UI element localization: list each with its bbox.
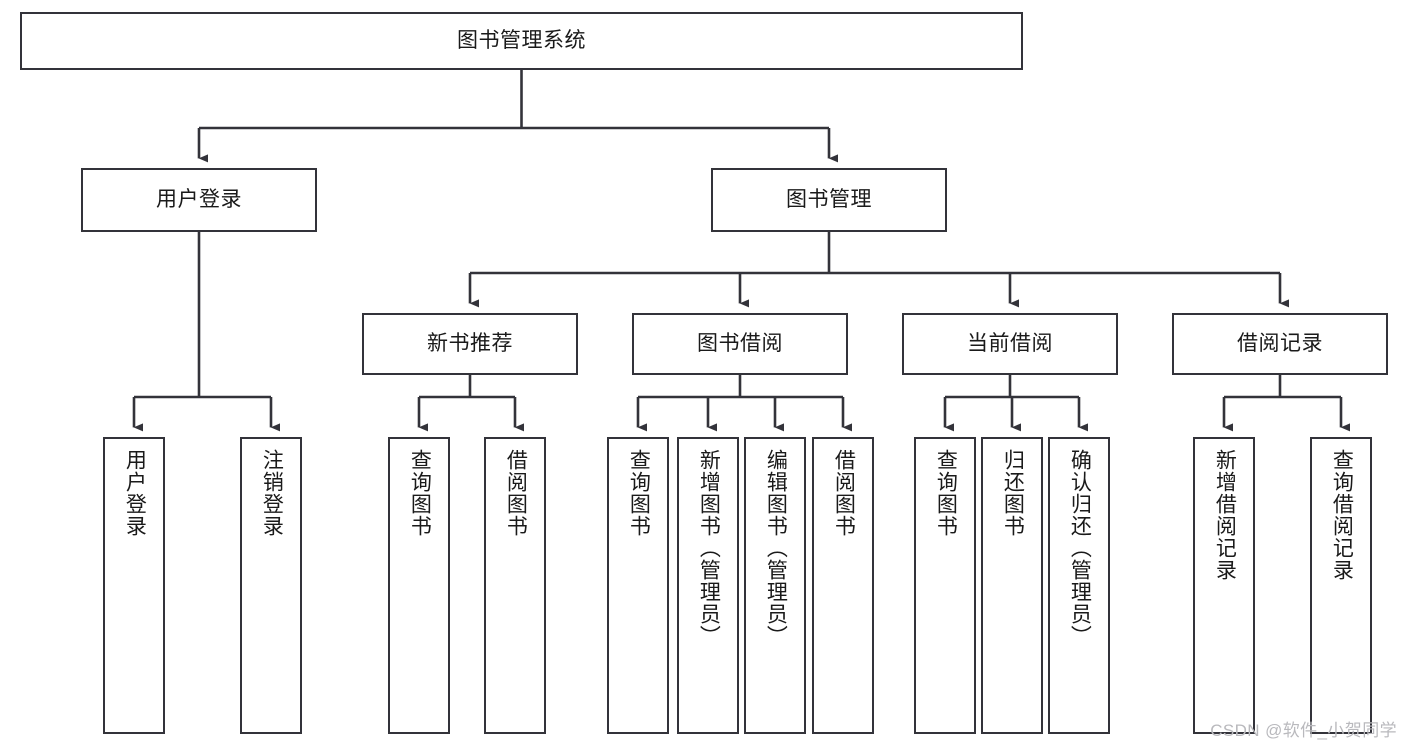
node-leaf-edit-book-admin[interactable]: 编辑图书（管理员） xyxy=(744,437,806,734)
node-label: 注销登录 xyxy=(260,449,284,537)
node-leaf-borrow-book[interactable]: 借阅图书 xyxy=(812,437,874,734)
node-label: 查询图书 xyxy=(627,449,651,537)
node-label: 新书推荐 xyxy=(427,331,513,355)
node-leaf-add-borrow-record[interactable]: 新增借阅记录 xyxy=(1193,437,1255,734)
csdn-watermark: CSDN @软件_小贺同学 xyxy=(1210,721,1397,740)
node-root[interactable]: 图书管理系统 xyxy=(20,12,1023,70)
node-leaf-user-login[interactable]: 用户登录 xyxy=(103,437,165,734)
node-label: 图书管理系统 xyxy=(457,28,586,52)
node-book-manage[interactable]: 图书管理 xyxy=(711,168,947,232)
node-label: 新增图书（管理员） xyxy=(697,449,721,647)
node-label: 编辑图书（管理员） xyxy=(764,449,788,647)
node-leaf-query-book-borrow[interactable]: 查询图书 xyxy=(607,437,669,734)
node-label: 图书借阅 xyxy=(697,331,783,355)
node-leaf-return-book[interactable]: 归还图书 xyxy=(981,437,1043,734)
node-current-borrow[interactable]: 当前借阅 xyxy=(902,313,1118,375)
node-book-borrow[interactable]: 图书借阅 xyxy=(632,313,848,375)
node-label: 查询图书 xyxy=(934,449,958,537)
node-label: 用户登录 xyxy=(123,449,147,537)
node-label: 新增借阅记录 xyxy=(1213,449,1237,581)
node-label: 归还图书 xyxy=(1001,449,1025,537)
node-label: 借阅记录 xyxy=(1237,331,1323,355)
node-label: 用户登录 xyxy=(156,187,242,211)
node-leaf-user-logout[interactable]: 注销登录 xyxy=(240,437,302,734)
node-leaf-confirm-return-admin[interactable]: 确认归还（管理员） xyxy=(1048,437,1110,734)
node-label: 图书管理 xyxy=(786,187,872,211)
node-label: 借阅图书 xyxy=(832,449,856,537)
node-label: 查询图书 xyxy=(408,449,432,537)
node-label: 确认归还（管理员） xyxy=(1068,449,1092,647)
node-user-login[interactable]: 用户登录 xyxy=(81,168,317,232)
node-leaf-query-book-current[interactable]: 查询图书 xyxy=(914,437,976,734)
node-leaf-query-borrow-record[interactable]: 查询借阅记录 xyxy=(1310,437,1372,734)
node-label: 当前借阅 xyxy=(967,331,1053,355)
node-leaf-add-book-admin[interactable]: 新增图书（管理员） xyxy=(677,437,739,734)
node-leaf-borrow-book-rec[interactable]: 借阅图书 xyxy=(484,437,546,734)
node-new-book-rec[interactable]: 新书推荐 xyxy=(362,313,578,375)
node-borrow-record[interactable]: 借阅记录 xyxy=(1172,313,1388,375)
node-leaf-query-book-rec[interactable]: 查询图书 xyxy=(388,437,450,734)
node-label: 查询借阅记录 xyxy=(1330,449,1354,581)
node-label: 借阅图书 xyxy=(504,449,528,537)
